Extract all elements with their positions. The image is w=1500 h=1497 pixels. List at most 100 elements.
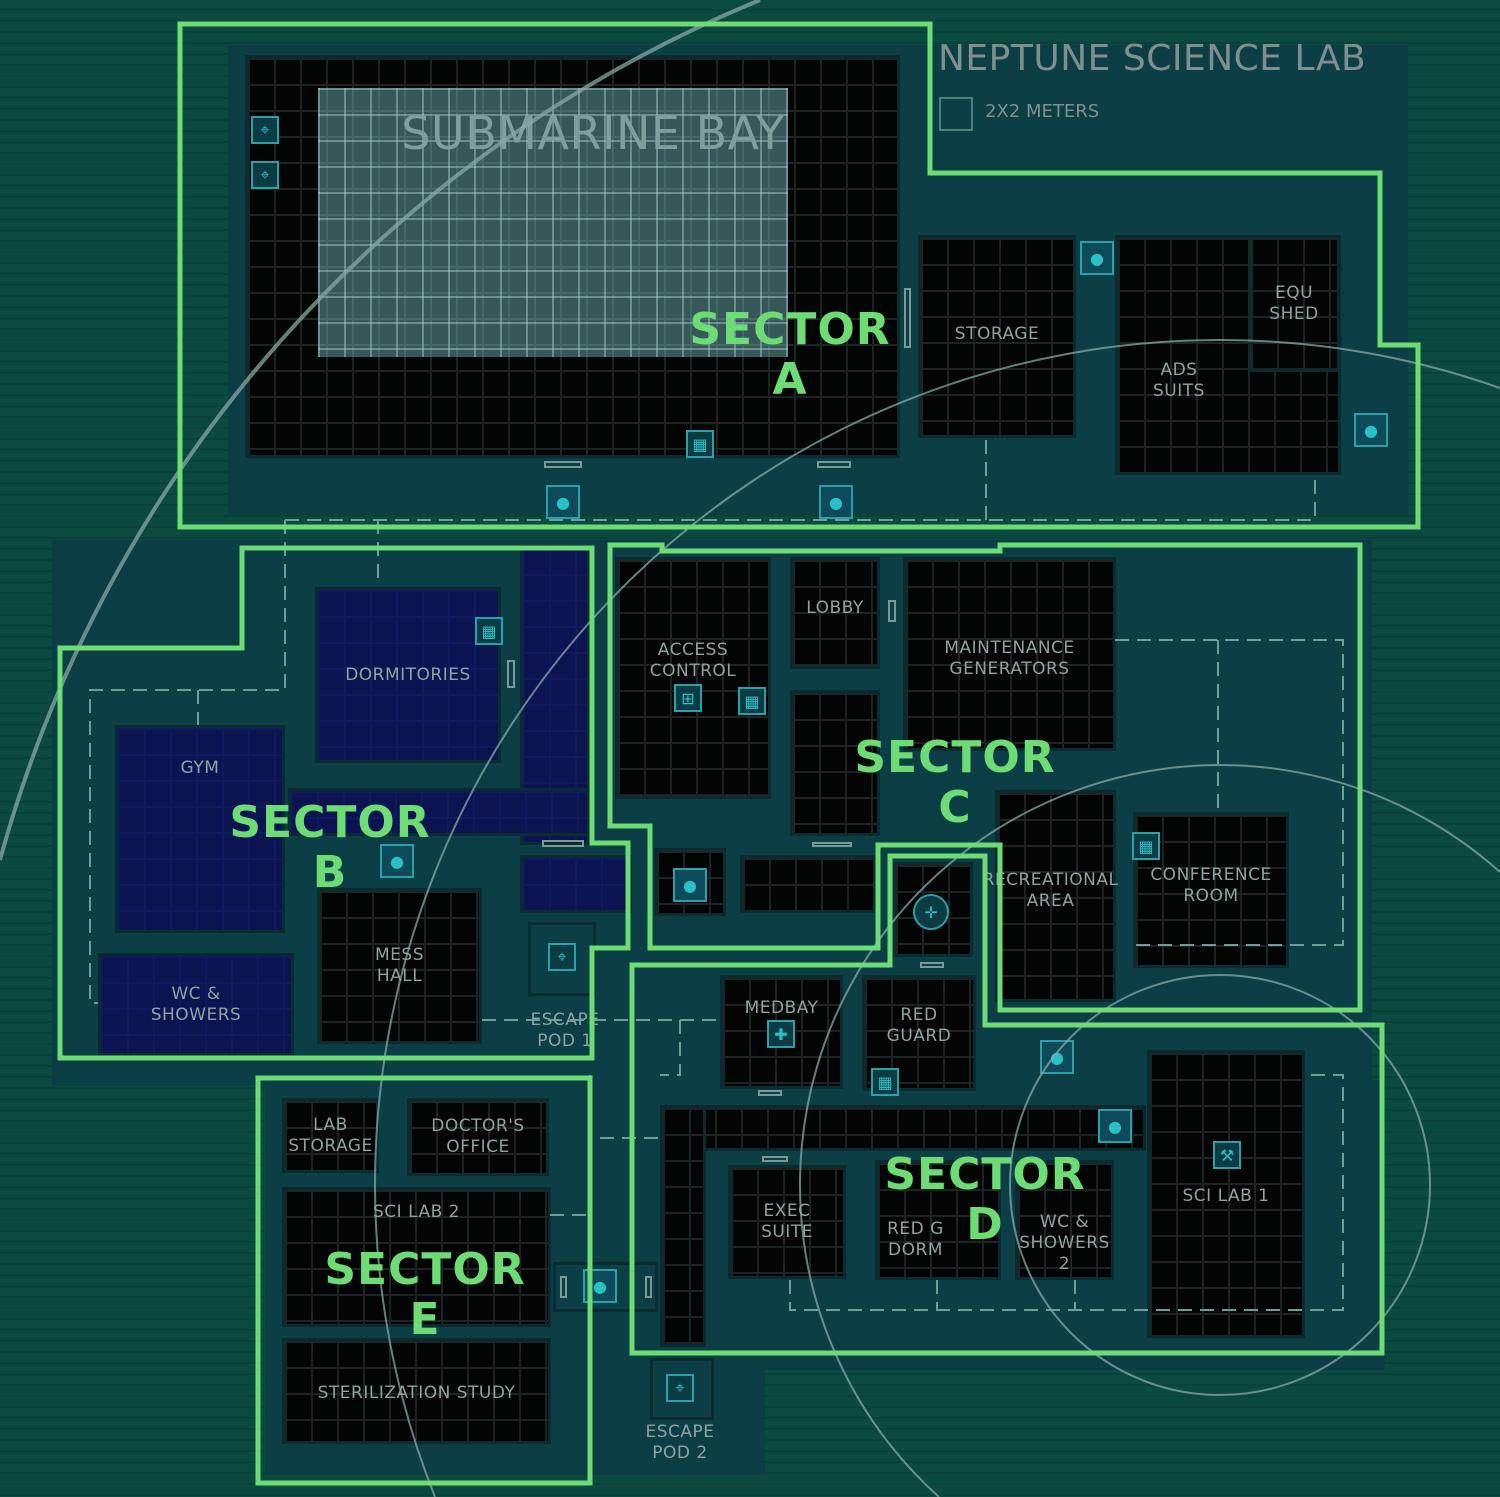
room-mess-hall[interactable]: MESS HALL [317,888,482,1044]
escape-pod-icon[interactable]: ⌖ [666,1374,694,1402]
target-icon[interactable]: ⌖ [251,161,279,189]
door[interactable] [758,1090,782,1096]
door[interactable] [888,600,896,622]
door[interactable] [817,461,851,468]
door[interactable] [560,1276,567,1298]
sector-d-label: SECTOR D [884,1149,1086,1250]
room-doctors-office[interactable]: DOCTOR'S OFFICE [407,1098,549,1176]
scale-legend-label: 2X2 METERS [985,101,1100,122]
room-label-ads-suits: ADS SUITS [1153,360,1205,401]
room-maintenance-generators[interactable]: MAINTENANCE GENERATORS [903,557,1116,751]
room-conference-room[interactable]: CONFERENCE ROOM [1133,812,1289,968]
room-sci-lab-2[interactable]: SCI LAB 2 [282,1187,551,1327]
keypad-icon[interactable]: ▦ [738,687,766,715]
keypad-icon[interactable]: ▦ [1132,832,1160,860]
dashed-path [550,1075,660,1216]
target-icon[interactable]: ⌖ [251,116,279,144]
map-title: NEPTUNE SCIENCE LAB [938,38,1367,79]
sonar-ring [0,0,761,861]
water-drop-icon[interactable]: ● [380,844,414,878]
room-recreational-area[interactable]: RECREATIONAL AREA [983,790,1118,1002]
water-drop-icon[interactable]: ● [546,485,580,519]
room-exec-suite[interactable]: EXEC SUITE [728,1165,846,1279]
network-icon[interactable]: ⊞ [674,684,702,712]
corridor-sector-d [660,1105,1146,1151]
crosshair-icon[interactable]: ✛ [913,894,949,930]
room-label-wc-showers: WC & SHOWERS [150,983,242,1025]
room-wc-showers[interactable]: WC & SHOWERS [98,953,294,1056]
room-lobby[interactable]: LOBBY [790,557,880,669]
water-drop-icon[interactable]: ● [1354,413,1388,447]
door[interactable] [507,660,515,688]
door[interactable] [904,288,911,348]
door[interactable] [762,1156,788,1162]
room-submarine-bay[interactable] [245,55,900,458]
sector-c-outline [607,542,1363,1013]
room-access-control[interactable]: ACCESS CONTROL [615,557,771,799]
room-red-g-dorm[interactable]: RED G DORM [875,1160,1001,1280]
sonar-ring [373,338,1500,1497]
room-label-wc-showers-2: WC & SHOWERS 2 [1019,1211,1110,1274]
dashed-path [197,440,987,725]
room-pump[interactable] [654,848,726,916]
scale-legend-swatch [939,97,973,131]
room-dormitories[interactable]: DORMITORIES [315,587,501,763]
dashed-path [482,1019,1344,1311]
room-label-doctors-office: DOCTOR'S OFFICE [431,1116,525,1157]
sonar-ring [798,764,1500,1497]
dashed-path [89,475,1316,1004]
submarine-pool [318,88,788,357]
wrench-icon[interactable]: ⚒ [1213,1141,1241,1169]
room-label-mess-hall: MESS HALL [375,945,424,986]
room-wc-showers-2[interactable]: WC & SHOWERS 2 [1015,1160,1114,1280]
room-label-lobby: LOBBY [806,597,864,618]
sector-b-label: SECTOR B [229,797,431,898]
corridor-sector-b-lower [520,855,632,913]
sonar-ring [1009,974,1431,1396]
room-label-dormitories: DORMITORIES [345,664,471,685]
water-drop-icon[interactable]: ● [1098,1109,1132,1143]
door[interactable] [812,842,852,847]
sector-a-outline [177,21,1421,530]
room-label-maintenance: MAINTENANCE GENERATORS [944,638,1075,679]
corridor-sector-c-lower [740,855,876,913]
room-label-conference: CONFERENCE ROOM [1150,865,1272,906]
keypad-icon[interactable]: ▦ [686,430,714,458]
room-label-sci-lab-2: SCI LAB 2 [373,1202,460,1222]
medical-cross-icon[interactable]: ✚ [767,1020,795,1048]
room-label-red-guard: RED GUARD [886,1004,952,1046]
room-label-red-g-dorm: RED G DORM [887,1219,944,1260]
sector-e-outline [255,1075,593,1486]
escape-pod-icon[interactable]: ⌖ [548,943,576,971]
room-label-storage: STORAGE [954,324,1040,344]
water-drop-icon[interactable]: ● [1080,241,1114,275]
door[interactable] [920,962,944,968]
room-label-recreational: RECREATIONAL AREA [982,870,1119,911]
room-label-sterilization: STERILIZATION STUDY [317,1382,516,1403]
sector-d-outline [629,853,1385,1356]
sector-b-outline [57,545,631,1061]
room-control-target[interactable] [893,862,973,957]
door[interactable] [542,840,584,847]
dashed-path [1115,639,1344,946]
room-label-access-control: ACCESS CONTROL [649,640,737,681]
room-lab-storage[interactable]: LAB STORAGE [282,1098,379,1173]
room-label-equ-shed: EQU SHED [1269,282,1319,324]
room-sterilization-study[interactable]: STERILIZATION STUDY [282,1338,551,1444]
room-label-sci-lab-1: SCI LAB 1 [1182,1186,1270,1206]
keypad-icon[interactable]: ▦ [475,617,503,645]
water-drop-icon[interactable]: ● [1040,1040,1074,1074]
sector-e-label: SECTOR E [324,1244,526,1345]
water-drop-icon[interactable]: ● [819,485,853,519]
corridor-sector-b-horizontal [288,788,590,836]
room-gym[interactable]: GYM [115,725,285,933]
door[interactable] [645,1276,652,1298]
room-label-medbay: MEDBAY [744,998,819,1018]
room-sci-lab-1[interactable]: SCI LAB 1 [1147,1050,1305,1338]
room-label-escape-pod-1: ESCAPE POD 1 [530,1010,600,1051]
door[interactable] [544,461,582,468]
room-storage[interactable]: STORAGE [918,235,1076,438]
keypad-icon[interactable]: ▦ [871,1068,899,1096]
water-drop-icon[interactable]: ● [673,868,707,902]
